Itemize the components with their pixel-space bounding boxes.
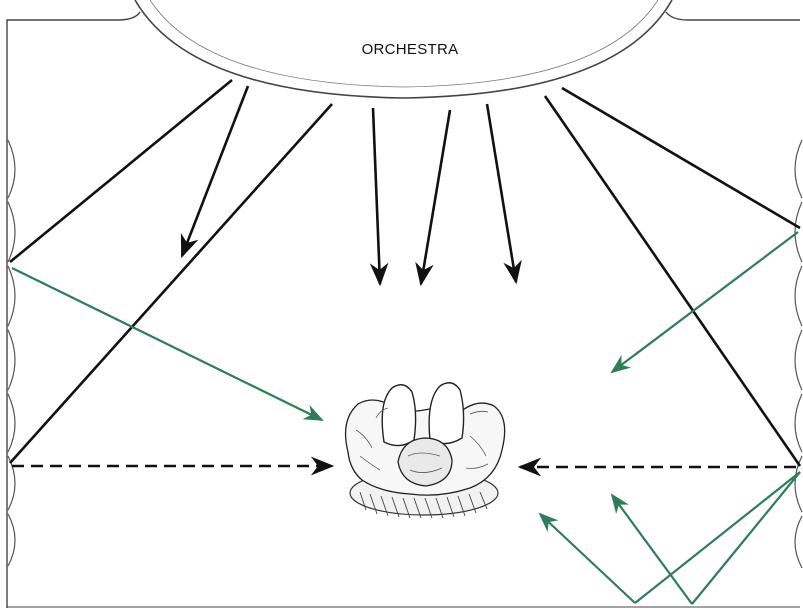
line-orch-to-left-wall-lower [10,104,332,463]
line-orch-to-right-wall-upper [562,88,800,228]
listener-head [398,438,452,486]
direct-arrow-3 [421,110,450,284]
headphone-right-cup [429,383,463,444]
direct-sound-arrows [182,86,516,284]
green-arrow-left-wall [12,268,322,420]
green-arrow-floor-2 [612,495,692,604]
right-wall-diffusers [795,140,802,568]
green-arrow-right-wall [612,232,798,372]
listener-head-headphones-icon [346,383,505,518]
orchestra-stage: ORCHESTRA [135,0,672,98]
green-arrow-floor-1 [540,514,635,603]
room-outline [7,12,800,608]
headphone-left-cup [382,385,415,446]
direct-arrow-4 [487,104,516,282]
green-ray-right-2 [692,472,800,604]
left-wall-diffusers [8,140,15,566]
orchestra-label: ORCHESTRA [362,41,459,58]
top-left-wall [7,12,140,608]
direct-arrow-2 [373,108,380,284]
line-orch-to-left-wall-upper [10,80,232,262]
top-right-wall [666,12,800,20]
green-ray-right-1 [635,472,800,603]
